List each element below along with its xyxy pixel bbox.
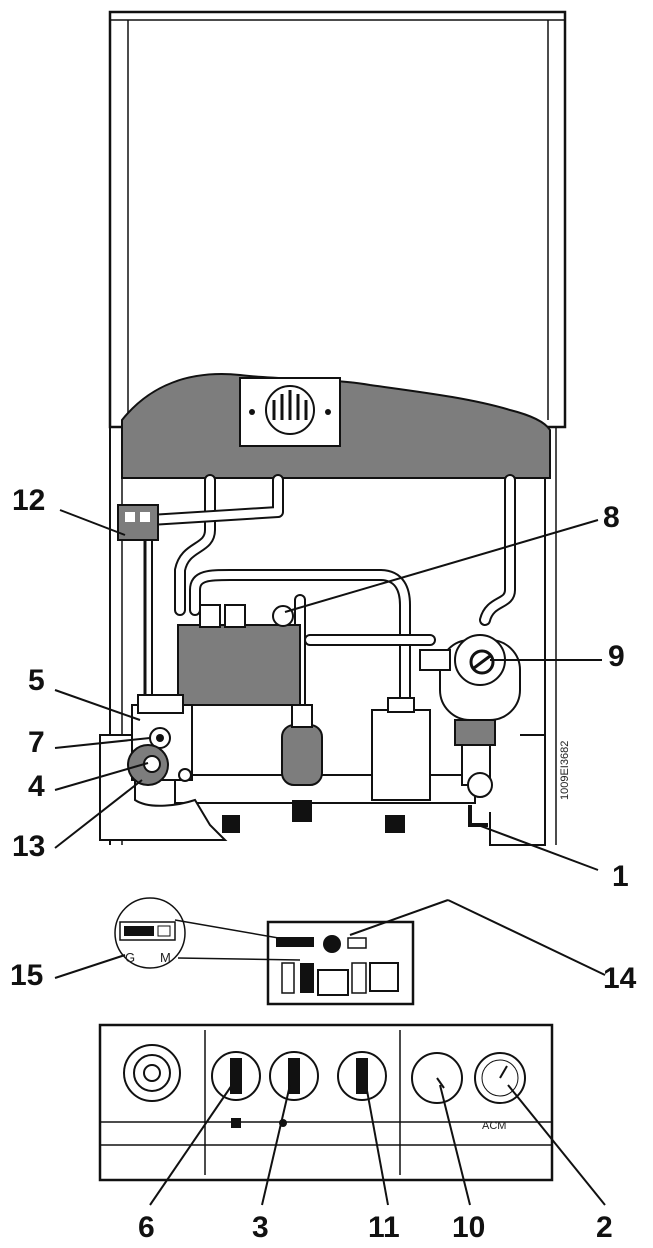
electronic-board (266, 920, 415, 1006)
callout-13: 13 (12, 830, 45, 863)
callout-10: 10 (452, 1211, 485, 1244)
callout-5: 5 (28, 664, 45, 697)
callout-6: 6 (138, 1211, 155, 1244)
reference-code: 1009EI3682 (559, 741, 571, 800)
callout-9: 9 (608, 640, 625, 673)
callout-12: 12 (12, 484, 45, 517)
board-detail-inset: G M (114, 897, 301, 969)
pipework (143, 474, 516, 736)
callout-11: 11 (368, 1211, 400, 1244)
control-box (222, 697, 431, 833)
component-12 (117, 504, 159, 541)
callout-15: 15 (10, 959, 43, 992)
callout-2: 2 (596, 1211, 613, 1244)
inset-label-g: G (125, 950, 135, 965)
boiler-casing (108, 10, 567, 845)
leader-lines (54, 509, 606, 1206)
circulation-pump (419, 634, 521, 827)
callout-1: 1 (612, 860, 629, 893)
control-panel: ACM (98, 1023, 554, 1182)
inset-label-m: M (160, 950, 171, 965)
panel-label-acm: ACM (482, 1120, 506, 1132)
callout-8: 8 (603, 501, 620, 534)
callout-4: 4 (28, 770, 45, 803)
callout-3: 3 (252, 1211, 269, 1244)
heat-exchanger (121, 373, 551, 479)
diverter-valve (281, 704, 323, 822)
callout-7: 7 (28, 726, 45, 759)
gas-valve (99, 694, 546, 846)
callout-14: 14 (603, 962, 637, 995)
callout-labels: 12 8 5 9 7 4 13 1 15 14 6 3 11 10 2 (10, 484, 637, 1244)
